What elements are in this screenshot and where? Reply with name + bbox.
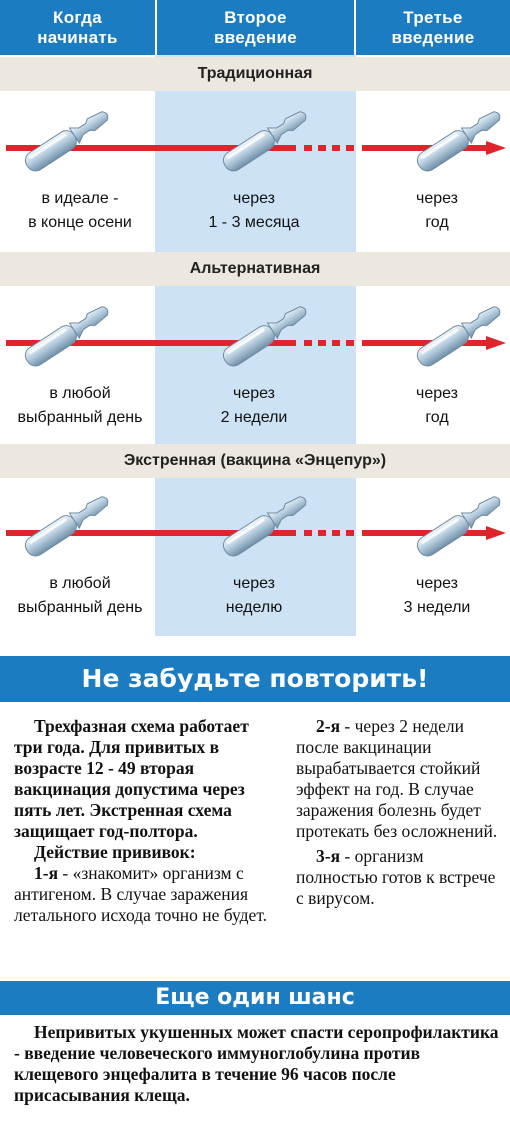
ampoule-icon [21, 490, 114, 560]
header-line: Второе [224, 7, 287, 27]
ampoule-icon [413, 490, 506, 560]
label-line: через [232, 575, 275, 592]
another-chance-text: Непривитых укушенных может спасти серопр… [14, 1022, 499, 1105]
label-line: через [415, 385, 458, 402]
timing-label: через неделю [179, 572, 329, 620]
third-dose-label: 3-я [316, 846, 341, 866]
label-line: год [425, 409, 449, 426]
header-line: введение [391, 27, 475, 47]
second-dose-label: 2-я [316, 716, 341, 736]
label-line: неделю [225, 599, 283, 616]
label-line: через [415, 575, 458, 592]
scheme-title-alternative: Альтернативная [0, 252, 510, 286]
another-chance-banner: Еще один шанс [0, 981, 510, 1015]
reminder-left-column: Трехфазная схема работает три года. Для … [14, 716, 276, 926]
ampoule-icon [219, 300, 312, 370]
header-line: Когда [53, 7, 102, 27]
label-line: 2 недели [220, 409, 288, 426]
arrow-right-icon [6, 336, 506, 350]
label-line: через [415, 190, 458, 207]
timing-label: в любой выбранный день [5, 382, 155, 430]
reminder-banner: Не забудьте повторить! [0, 656, 510, 702]
first-dose-desc: - «знакомит» организм с антигеном. В слу… [14, 863, 268, 925]
ampoule-icon [21, 105, 114, 175]
label-line: 1 - 3 месяца [208, 214, 300, 231]
first-dose-text: 1-я - «знакомит» организм с антигеном. В… [14, 863, 276, 926]
label-line: в идеале - [41, 190, 119, 207]
label-line: год [425, 214, 449, 231]
arrow-right-icon [6, 526, 506, 540]
third-dose-text: 3-я - организм полностью готов к встрече… [296, 846, 504, 909]
arrow-right-icon [6, 141, 506, 155]
label-line: через [232, 190, 275, 207]
label-line: выбранный день [17, 599, 143, 616]
timing-label: через год [362, 187, 510, 235]
first-dose-label: 1-я [34, 863, 59, 883]
scheme-title-traditional: Традиционная [0, 57, 510, 91]
header-line: Третье [403, 7, 463, 27]
header-line: введение [214, 27, 297, 47]
timing-label: через год [362, 382, 510, 430]
second-dose-desc: - через 2 недели после вакцинации выраба… [296, 716, 498, 841]
action-title: Действие прививок: [34, 842, 196, 862]
label-line: через [232, 385, 275, 402]
timing-label: через 2 недели [179, 382, 329, 430]
ampoule-icon [219, 105, 312, 175]
reminder-right-column: 2-я - через 2 недели после вакцинации вы… [296, 716, 504, 909]
ampoule-icon [413, 300, 506, 370]
third-dose-desc: - организм полностью готов к встрече с в… [296, 846, 496, 908]
label-line: 3 недели [403, 599, 471, 616]
timing-label: в идеале - в конце осени [5, 187, 155, 235]
timing-label: через 3 недели [362, 572, 510, 620]
second-dose-text: 2-я - через 2 недели после вакцинации вы… [296, 716, 504, 842]
ampoule-icon [413, 105, 506, 175]
reminder-intro: Трехфазная схема работает три года. Для … [14, 716, 249, 841]
header-line: начинать [37, 27, 118, 47]
label-line: в любой [49, 385, 111, 402]
label-line: выбранный день [17, 409, 143, 426]
label-line: в конце осени [28, 214, 132, 231]
timing-label: через 1 - 3 месяца [179, 187, 329, 235]
label-line: в любой [49, 575, 111, 592]
ampoule-icon [219, 490, 312, 560]
ampoule-icon [21, 300, 114, 370]
timing-label: в любой выбранный день [5, 572, 155, 620]
scheme-title-emergency: Экстренная (вакцина «Энцепур») [0, 444, 510, 478]
